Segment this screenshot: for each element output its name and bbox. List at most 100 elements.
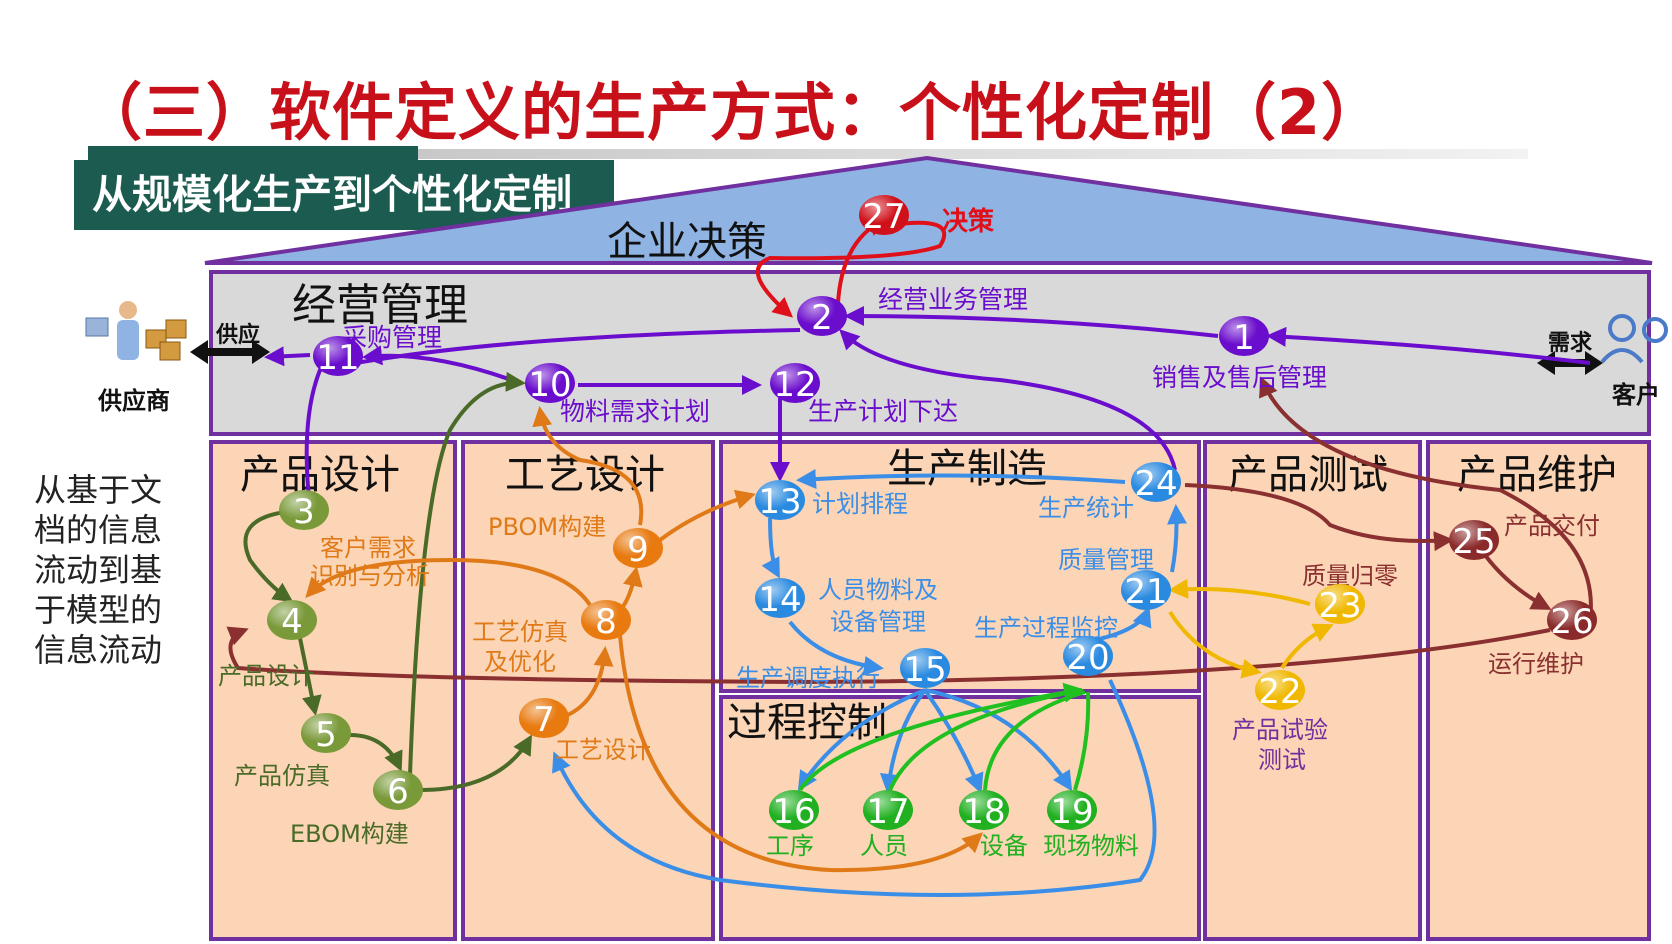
label-decision: 决策 [942,206,994,237]
node-11-number: 11 [316,338,359,378]
node-19-number: 19 [1050,792,1093,832]
node-9-number: 9 [627,530,649,570]
node-14: 14 [755,578,805,620]
node-16: 16 [769,790,819,832]
flow-20-to-21 [1094,606,1152,642]
node-23-number: 23 [1318,586,1361,626]
roof-enterprise-decision [204,155,1653,265]
label-testing-1: 产品试验 [1232,716,1328,744]
label-prod-plan: 生产计划下达 [808,397,958,426]
column-process-control [719,695,1201,941]
double-arrow-icon [190,340,270,364]
customer-label: 客户 [1612,381,1660,409]
flow-26-to-1 [1259,376,1593,621]
node-20-number: 20 [1066,638,1109,678]
flow-22-to-23 [1280,623,1334,670]
label-material-plan: 物料需求计划 [560,397,710,426]
label-quality-zero: 质量归零 [1302,562,1398,590]
flow-21-to-24 [1167,504,1187,573]
operations-band [209,270,1651,436]
flow-19-to-20 [1073,691,1091,791]
node-11: 11 [313,336,363,378]
flow-3-to-4 [243,510,294,603]
node-4-number: 4 [281,602,303,642]
node-18-number: 18 [962,792,1005,832]
flow-15-to-16 [797,688,926,792]
node-2-number: 2 [811,298,833,338]
side-note: 从基于文 档的信息 流动到基 于模型的 信息流动 [34,471,163,669]
label-prod-sim: 产品仿真 [234,762,330,790]
node-22: 22 [1255,670,1305,712]
section-enterprise-decision: 企业决策 [607,219,767,265]
label-equipment: 设备 [980,832,1028,860]
subtitle-banner: 从规模化生产到个性化定制 [74,160,614,230]
label-process: 工序 [766,832,814,860]
node-5-number: 5 [315,715,337,755]
flow-5-to-6 [349,733,403,772]
flow-13-to-14 [761,517,780,579]
flow-21-to-22 [1168,610,1262,679]
node-25-number: 25 [1452,522,1495,562]
customer-people-icon [1600,314,1668,364]
flow-9-to-10 [532,406,644,526]
flow-24-to-25 [1184,483,1454,552]
title-underline-dark [88,146,418,160]
section-product-maintenance: 产品维护 [1457,452,1617,498]
node-25: 25 [1449,520,1499,562]
label-materials: 现场物料 [1043,832,1139,860]
flow-10-to-11 [362,345,521,385]
node-17-number: 17 [866,792,909,832]
column-process-design [461,440,715,941]
flow-18-to-20 [983,690,1086,791]
flow-8-to-4 [305,557,592,607]
flow-15-to-19 [924,688,1073,792]
flow-27-to-2 [755,220,947,318]
node-12-number: 12 [773,365,816,405]
node-1: 1 [1219,316,1269,358]
flow-1-to-2 [844,306,1219,338]
node-22-number: 22 [1258,672,1301,712]
label-proc-sim-2: 及优化 [484,648,556,676]
label-sales: 销售及售后管理 [1152,363,1327,392]
label-pbom: PBOM构建 [488,513,606,541]
label-quality-mgmt: 质量管理 [1058,546,1154,574]
label-scheduling: 计划排程 [812,490,908,518]
node-13-number: 13 [758,482,801,522]
node-16-number: 16 [772,792,815,832]
flow-8-to-18 [618,634,983,873]
demand-label: 需求 [1548,331,1592,356]
node-24: 24 [1131,462,1181,504]
flow-6-to-7 [419,734,533,792]
node-18: 18 [959,790,1009,832]
node-13: 13 [755,480,805,522]
label-business-mgmt: 经营业务管理 [878,285,1028,314]
node-15-number: 15 [903,650,946,690]
node-7-number: 7 [533,700,555,740]
node-8: 8 [581,600,631,642]
page-title: （三）软件定义的生产方式：个性化定制（2） [80,76,1385,149]
flow-15-to-17 [879,688,927,794]
label-customer-req-1: 客户需求 [320,534,416,562]
node-17: 17 [863,790,913,832]
node-4: 4 [267,600,317,642]
flow-23-to-21 [1168,578,1311,606]
flow-15-to-18 [923,688,984,794]
node-5: 5 [301,713,351,755]
node-8-number: 8 [595,602,617,642]
flow-2-to-11-arc [304,328,801,509]
flow-17-to-20 [888,688,1083,791]
label-testing-2: 测试 [1258,746,1306,774]
flow-customer-to-1 [1266,326,1591,365]
node-27-number: 27 [862,197,905,237]
node-21-number: 21 [1124,572,1167,612]
node-1-number: 1 [1233,318,1255,358]
label-proc-design-step: 工艺设计 [555,736,651,764]
node-12: 12 [770,363,820,405]
node-14-number: 14 [758,580,801,620]
flow-9-to-13 [658,489,756,542]
flow-4-to-5 [298,637,322,716]
label-resource-mgmt-2: 设备管理 [830,608,926,636]
flow-26-to-4 [226,626,1551,685]
